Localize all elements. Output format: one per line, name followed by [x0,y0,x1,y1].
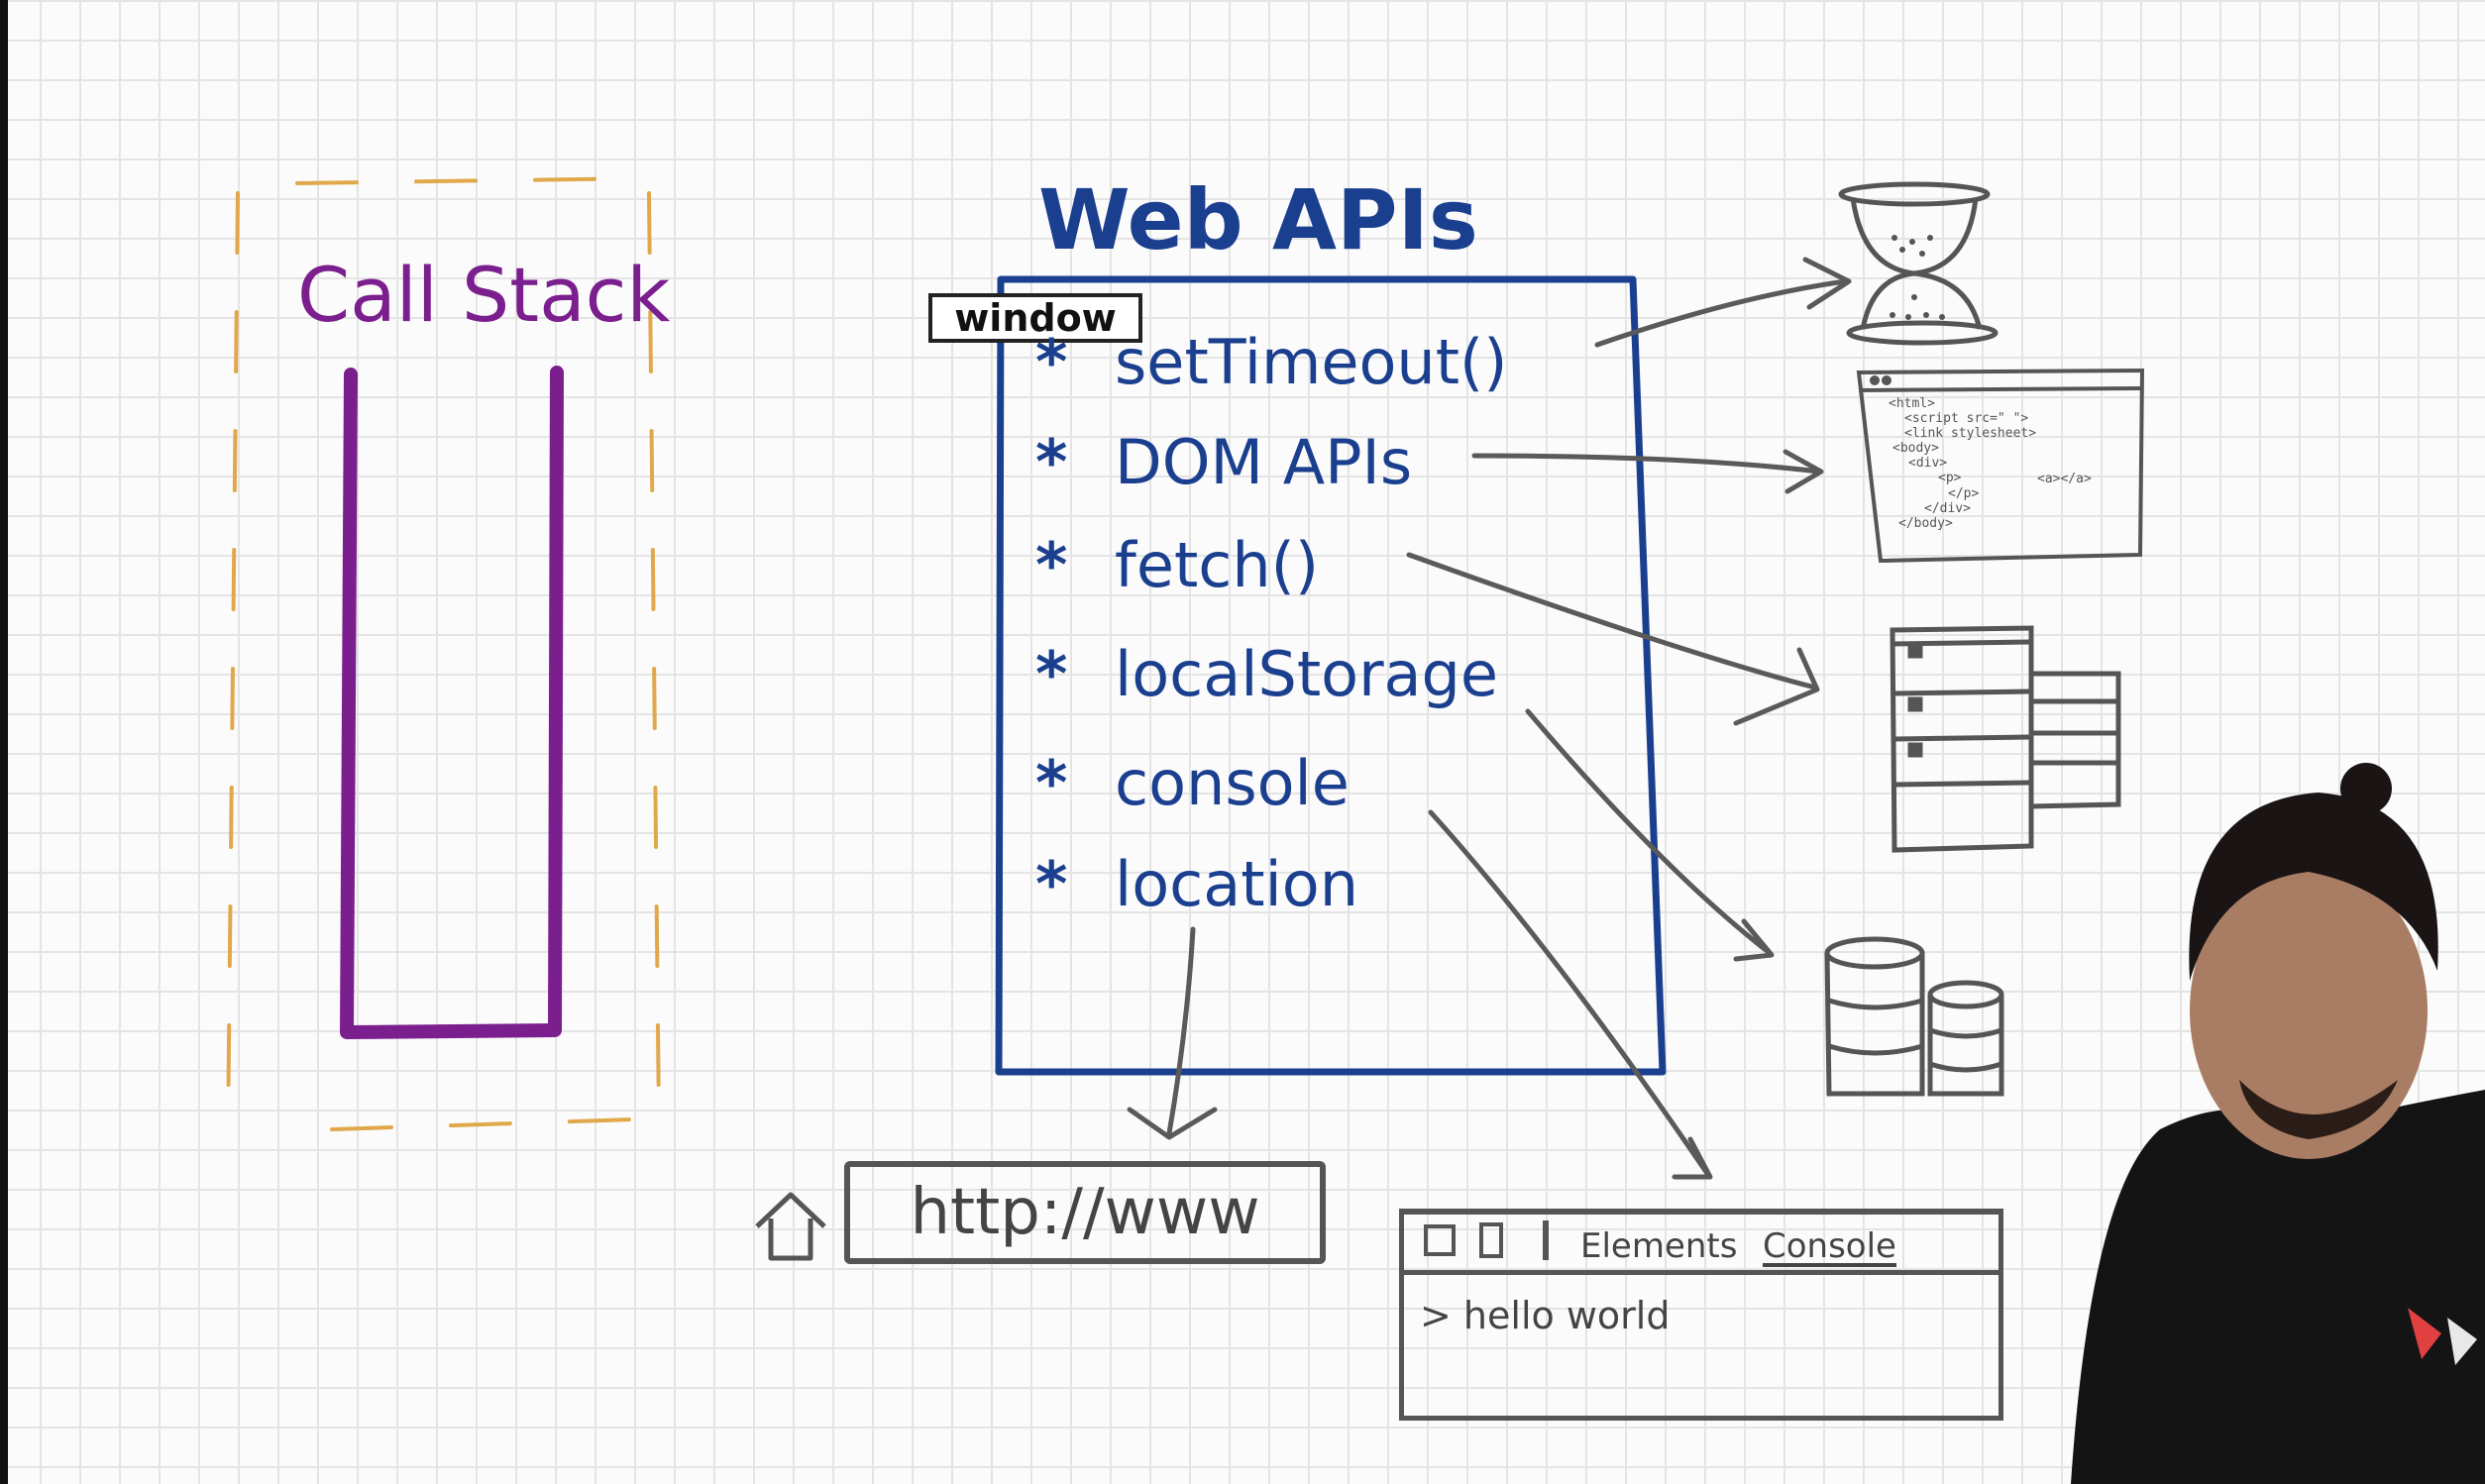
code-line: <p> [1938,471,1962,485]
inspect-icon [1424,1224,1456,1256]
presenter-photo [2071,763,2485,1484]
devtools-panel: Elements Console > hello world [1399,1209,2003,1421]
code-line: </body> [1898,516,1953,531]
code-line: <div> [1908,456,1948,471]
api-item-settimeout: *setTimeout() [1035,326,1508,398]
code-line: <link stylesheet> [1904,426,2037,441]
arrow-fetch [1406,552,1818,690]
code-line: <body> [1892,441,1939,456]
code-line: </div> [1924,501,1971,516]
tab-elements: Elements [1580,1226,1738,1266]
web-apis-title: Web APIs [1038,171,1478,268]
code-line: </p> [1948,486,1980,501]
web-apis-box [995,275,1667,1076]
api-arrows [1127,257,1852,1180]
hourglass-icon [1838,181,1999,346]
arrow-dom [1471,453,1822,475]
arrow-location-head [1127,1107,1218,1140]
arrow-fetch-head [1733,647,1820,726]
arrow-console-head [1672,1136,1713,1180]
window-label: window [928,293,1142,343]
arrow-settimeout-head [1802,257,1852,310]
arrow-localstorage [1525,708,1773,956]
database-icon [1824,936,2004,1097]
home-icon [755,1192,826,1261]
dom-code-snippet: <html> <script src=" "> <link stylesheet… [1889,396,2126,531]
api-item-console: *console [1035,747,1350,819]
arrow-location [1166,926,1196,1136]
api-item-location: *location [1035,848,1359,920]
url-bar: http://www [844,1161,1326,1264]
arrow-settimeout [1594,278,1848,348]
api-item-fetch: *fetch() [1035,529,1320,601]
api-item-dom-apis: *DOM APIs [1035,426,1413,498]
tab-divider [1543,1220,1549,1260]
arrow-dom-head [1783,449,1824,494]
browser-window-icon [1856,368,2145,564]
code-line: <a></a> [2037,472,2092,486]
devtools-tab-bar: Elements Console [1404,1215,1999,1275]
server-icon [1890,625,2121,853]
tab-console: Console [1763,1226,1896,1266]
api-item-localstorage: *localStorage [1035,638,1499,710]
call-stack-title: Call Stack [297,251,671,339]
code-line: <html> [1889,396,1935,411]
code-line: <script src=" "> [1904,411,2029,426]
arrow-console [1428,809,1711,1178]
left-edge-bar [0,0,8,1484]
console-output: > hello world [1420,1294,1671,1337]
call-stack-dashed-border [226,176,661,1141]
device-toggle-icon [1479,1222,1503,1258]
call-stack-container [340,366,564,1039]
arrow-localstorage-head [1733,918,1775,962]
